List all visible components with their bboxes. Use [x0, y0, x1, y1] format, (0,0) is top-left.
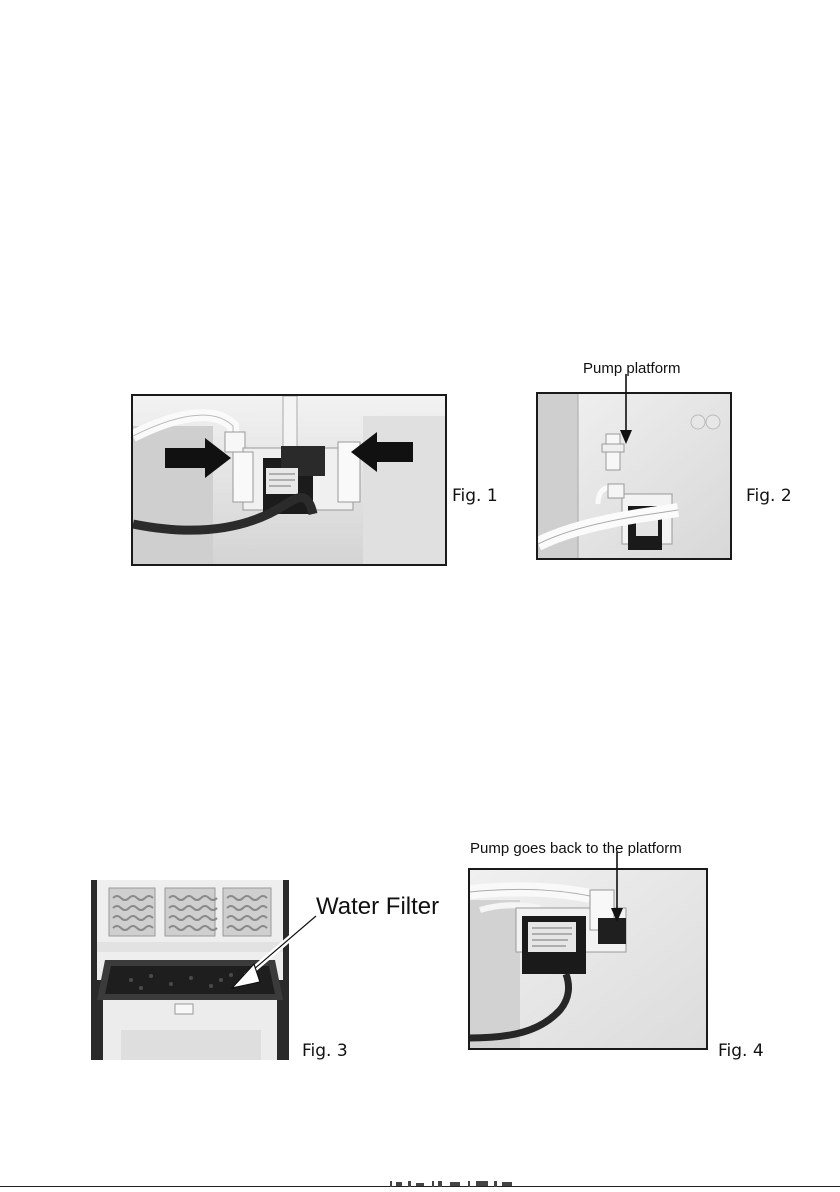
fig1-pump-illustration [133, 396, 445, 564]
fig4-photo [468, 868, 708, 1050]
fig2-arrow [620, 374, 632, 444]
fig3-arrow [228, 912, 320, 992]
fig2-caption: Fig. 2 [746, 486, 792, 506]
page-bottom-print-marks [386, 1181, 546, 1187]
fig4-pump-illustration [470, 870, 706, 1048]
fig4-label: Pump goes back to the platform [470, 840, 682, 857]
fig3-caption: Fig. 3 [302, 1041, 348, 1061]
fig3-label: Water Filter [316, 893, 439, 921]
fig1-photo [131, 394, 447, 566]
fig2-platform-illustration [538, 394, 730, 558]
fig4-caption: Fig. 4 [718, 1041, 764, 1061]
fig1-caption: Fig. 1 [452, 486, 498, 506]
fig4-arrow [611, 852, 623, 922]
fig2-photo [536, 392, 732, 560]
